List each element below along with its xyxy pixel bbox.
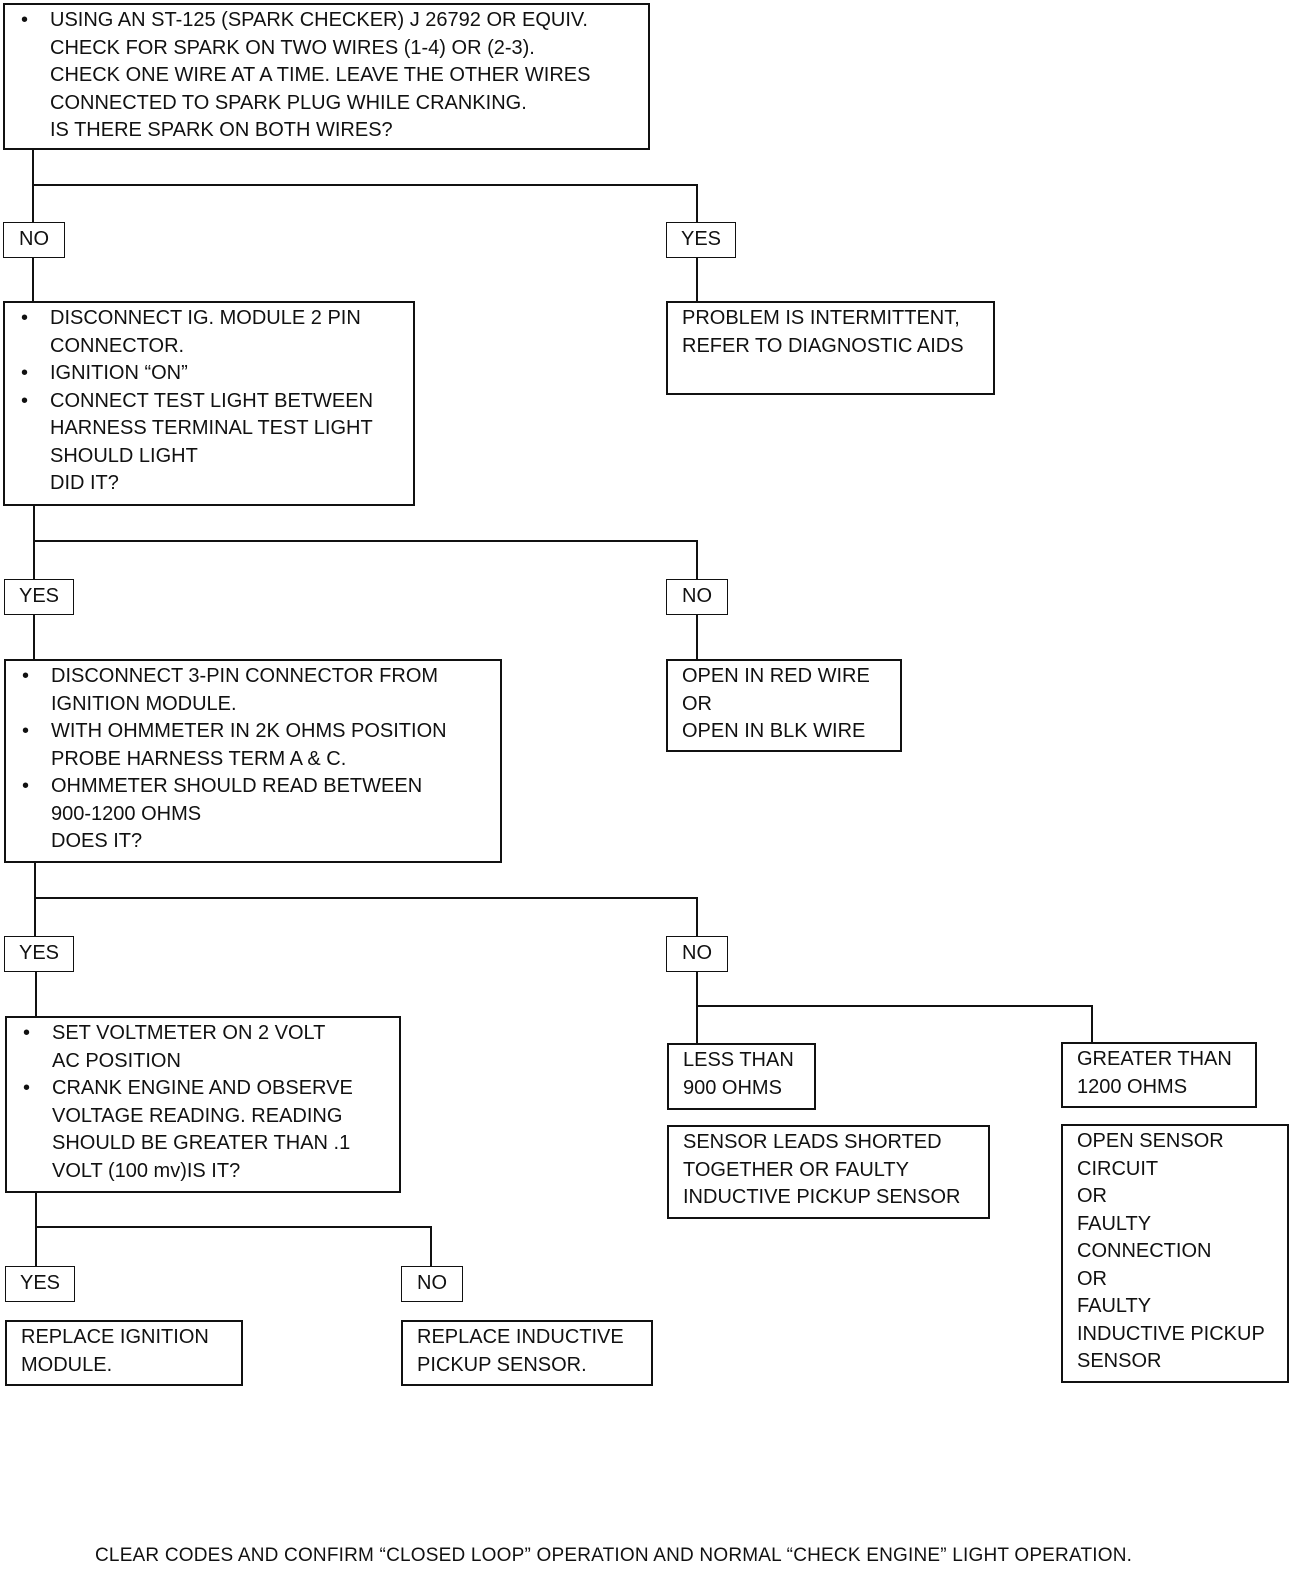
yes-label: YES [4,936,74,972]
open-sensor-box: OPEN SENSOR CIRCUIT OR FAULTY CONNECTION… [1061,1124,1289,1383]
result-line: OR [1077,1185,1107,1207]
result-line: OPEN IN RED WIRE [682,665,870,687]
result-line: REPLACE INDUCTIVE [417,1326,624,1348]
greater-than-box: GREATER THAN 1200 OHMS [1061,1042,1257,1108]
result-line: CONNECTION [1077,1240,1212,1262]
condition-line: GREATER THAN [1077,1048,1232,1070]
step-bullet: DISCONNECT IG. MODULE 2 PIN [19,305,413,333]
footer-note: CLEAR CODES AND CONFIRM “CLOSED LOOP” OP… [95,1545,1133,1566]
connector-line [696,897,698,937]
connector-line [34,897,698,899]
no-label: NO [666,579,728,615]
yes-label: YES [5,1266,75,1302]
result-line: FAULTY [1077,1212,1152,1235]
result-line: MODULE. [21,1353,113,1376]
result-line: REFER TO DIAGNOSTIC AIDS [682,334,964,357]
step-line: HARNESS TERMINAL TEST LIGHT [50,417,373,439]
sensor-shorted-box: SENSOR LEADS SHORTED TOGETHER OR FAULTY … [667,1125,990,1219]
condition-line: 1200 OHMS [1077,1075,1188,1098]
result-line: SENSOR LEADS SHORTED [683,1131,942,1153]
step-bullet: CRANK ENGINE AND OBSERVE [21,1075,399,1103]
connector-line [35,1192,37,1267]
result-line: PICKUP SENSOR. [417,1353,587,1376]
connector-line [33,540,698,542]
step-bullet: OHMMETER SHOULD READ BETWEEN [20,773,500,801]
intermittent-box: PROBLEM IS INTERMITTENT, REFER TO DIAGNO… [666,301,995,395]
result-line: OPEN SENSOR [1077,1130,1224,1152]
connector-line [696,614,698,660]
connector-line [696,540,698,580]
disconnect-2pin-box: DISCONNECT IG. MODULE 2 PIN CONNECTOR. I… [3,301,415,506]
step-question: VOLT (100 mv)IS IT? [52,1159,241,1182]
start-bullet: USING AN ST-125 (SPARK CHECKER) J 26792 … [19,7,648,35]
start-line: CONNECTED TO SPARK PLUG WHILE CRANKING. [50,91,527,114]
connector-line [696,971,698,1045]
step-line: IGNITION MODULE. [51,692,237,715]
step-bullet: IGNITION “ON” [19,360,413,388]
connector-line [696,1005,1093,1007]
result-line: REPLACE IGNITION [21,1326,209,1348]
no-label: NO [3,222,65,258]
step-bullet: DISCONNECT 3-PIN CONNECTOR FROM [20,663,500,691]
result-line: INDUCTIVE PICKUP SENSOR [683,1186,961,1208]
connector-line [34,861,36,937]
connector-line [696,257,698,302]
step-line: SHOULD LIGHT [50,444,198,467]
step-line: 900-1200 OHMS [51,802,202,825]
connector-line [35,1226,432,1228]
step-bullet: SET VOLTMETER ON 2 VOLT [21,1020,399,1048]
step-line: AC POSITION [52,1049,181,1072]
step-question: DOES IT? [51,830,143,852]
replace-sensor-box: REPLACE INDUCTIVE PICKUP SENSOR. [401,1320,653,1386]
step-line: PROBE HARNESS TERM A & C. [51,747,347,770]
start-box: USING AN ST-125 (SPARK CHECKER) J 26792 … [3,3,650,150]
step-line: SHOULD BE GREATER THAN .1 [52,1132,351,1154]
step-bullet: WITH OHMMETER IN 2K OHMS POSITION [20,718,500,746]
no-label: NO [666,936,728,972]
result-line: OR [682,692,712,715]
voltmeter-box: SET VOLTMETER ON 2 VOLT AC POSITION CRAN… [5,1016,401,1193]
connector-line [430,1226,432,1267]
start-line: CHECK FOR SPARK ON TWO WIRES (1-4) OR (2… [50,36,535,59]
less-than-box: LESS THAN 900 OHMS [667,1043,816,1110]
result-line: PROBLEM IS INTERMITTENT, [682,307,960,329]
connector-line [32,184,698,186]
connector-line [35,971,37,1017]
connector-line [1091,1005,1093,1043]
step-question: DID IT? [50,472,119,494]
connector-line [32,257,34,302]
connector-line [696,184,698,223]
connector-line [33,614,35,660]
condition-line: 900 OHMS [683,1076,782,1099]
connector-line [33,504,35,580]
result-line: TOGETHER OR FAULTY [683,1158,909,1181]
condition-line: LESS THAN [683,1049,794,1071]
step-line: CONNECTOR. [50,334,185,357]
disconnect-3pin-box: DISCONNECT 3-PIN CONNECTOR FROM IGNITION… [4,659,502,863]
replace-module-box: REPLACE IGNITION MODULE. [5,1320,243,1386]
result-line: FAULTY [1077,1295,1152,1317]
yes-label: YES [4,579,74,615]
yes-label: YES [666,222,736,258]
step-bullet: CONNECT TEST LIGHT BETWEEN [19,388,413,416]
result-line: SENSOR [1077,1350,1162,1372]
result-line: OR [1077,1267,1107,1290]
result-line: CIRCUIT [1077,1157,1159,1180]
result-line: INDUCTIVE PICKUP [1077,1322,1265,1345]
no-label: NO [401,1266,463,1302]
result-line: OPEN IN BLK WIRE [682,720,866,742]
start-question: IS THERE SPARK ON BOTH WIRES? [50,119,393,141]
step-line: VOLTAGE READING. READING [52,1104,343,1127]
open-wire-box: OPEN IN RED WIRE OR OPEN IN BLK WIRE [666,659,902,752]
start-line: CHECK ONE WIRE AT A TIME. LEAVE THE OTHE… [50,64,591,86]
